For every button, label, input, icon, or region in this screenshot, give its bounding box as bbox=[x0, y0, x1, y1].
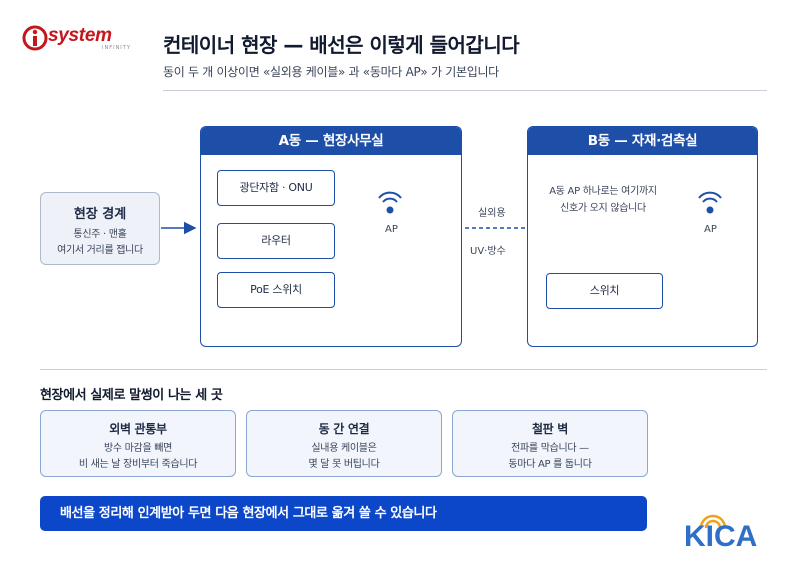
hotspot-card: 철판 벽 전파를 막습니다 — 동마다 AP 를 둡니다 bbox=[452, 410, 648, 477]
isystem-logo: system INFINITY bbox=[22, 24, 132, 54]
router-box: 라우터 bbox=[217, 223, 335, 259]
kica-wordmark: KICA bbox=[684, 520, 758, 553]
ap-a-icon bbox=[378, 191, 402, 214]
summary-banner: 배선을 정리해 인계받아 두면 다음 현장에서 그대로 옮겨 쓸 수 있습니다 bbox=[40, 496, 647, 531]
site-boundary-box: 현장 경계 통신주 · 맨홀 여기서 거리를 잽니다 bbox=[40, 192, 160, 265]
kica-logo: KICA bbox=[684, 510, 784, 556]
building-b-note-line1: A동 AP 하나로는 여기까지 bbox=[549, 186, 657, 197]
hotspot-card: 동 간 연결 실내용 케이블은 몇 달 못 버팁니다 bbox=[246, 410, 442, 477]
ap-b-icon bbox=[698, 191, 722, 214]
link-top-label: 실외용 bbox=[478, 208, 506, 219]
onu-box: 광단자함 · ONU bbox=[217, 170, 335, 206]
hotspot-line2: 몇 달 못 버팁니다 bbox=[308, 459, 380, 470]
link-bottom-label: UV·방수 bbox=[470, 246, 506, 257]
isystem-sub: INFINITY bbox=[102, 45, 131, 51]
b-switch-box: 스위치 bbox=[546, 273, 663, 309]
ap-b-label: AP bbox=[704, 224, 717, 235]
site-boundary-line2: 여기서 거리를 잽니다 bbox=[57, 245, 143, 256]
isystem-wordmark: system bbox=[48, 25, 112, 46]
hotspot-line1: 전파를 막습니다 — bbox=[511, 443, 589, 454]
hotspot-line1: 실내용 케이블은 bbox=[311, 443, 377, 454]
site-boundary-line1: 통신주 · 맨홀 bbox=[73, 229, 127, 240]
hotspot-title: 동 간 연결 bbox=[318, 422, 370, 436]
hotspot-line2: 비 새는 날 장비부터 죽습니다 bbox=[78, 459, 198, 470]
hotspot-title: 철판 벽 bbox=[531, 422, 569, 436]
hotspot-line1: 방수 마감을 빼면 bbox=[103, 443, 173, 454]
hotspots-title: 현장에서 실제로 말썽이 나는 세 곳 bbox=[40, 388, 223, 403]
header-divider bbox=[163, 90, 767, 91]
hotspot-line2: 동마다 AP 를 둡니다 bbox=[508, 459, 592, 470]
ap-a-label: AP bbox=[385, 224, 398, 235]
building-a-title: A동 — 현장사무실 bbox=[201, 127, 461, 155]
hotspot-title: 외벽 관통부 bbox=[109, 422, 167, 436]
page-title: 컨테이너 현장 — 배선은 이렇게 들어갑니다 bbox=[163, 33, 520, 57]
building-b-title: B동 — 자재·검측실 bbox=[528, 127, 757, 155]
poe-switch-box: PoE 스위치 bbox=[217, 272, 335, 308]
building-b-note: A동 AP 하나로는 여기까지 신호가 오지 않습니다 bbox=[538, 183, 668, 217]
building-b-note-line2: 신호가 오지 않습니다 bbox=[560, 203, 646, 214]
page-subtitle: 동이 두 개 이상이면 «실외용 케이블» 과 «동마다 AP» 가 기본입니다 bbox=[163, 65, 499, 79]
building-b: B동 — 자재·검측실 bbox=[527, 126, 758, 347]
site-boundary-title: 현장 경계 bbox=[73, 207, 127, 222]
kica-signal-icon bbox=[699, 514, 727, 529]
mid-divider bbox=[40, 369, 767, 370]
isystem-logo-mark bbox=[22, 25, 48, 51]
hotspot-card: 외벽 관통부 방수 마감을 빼면 비 새는 날 장비부터 죽습니다 bbox=[40, 410, 236, 477]
